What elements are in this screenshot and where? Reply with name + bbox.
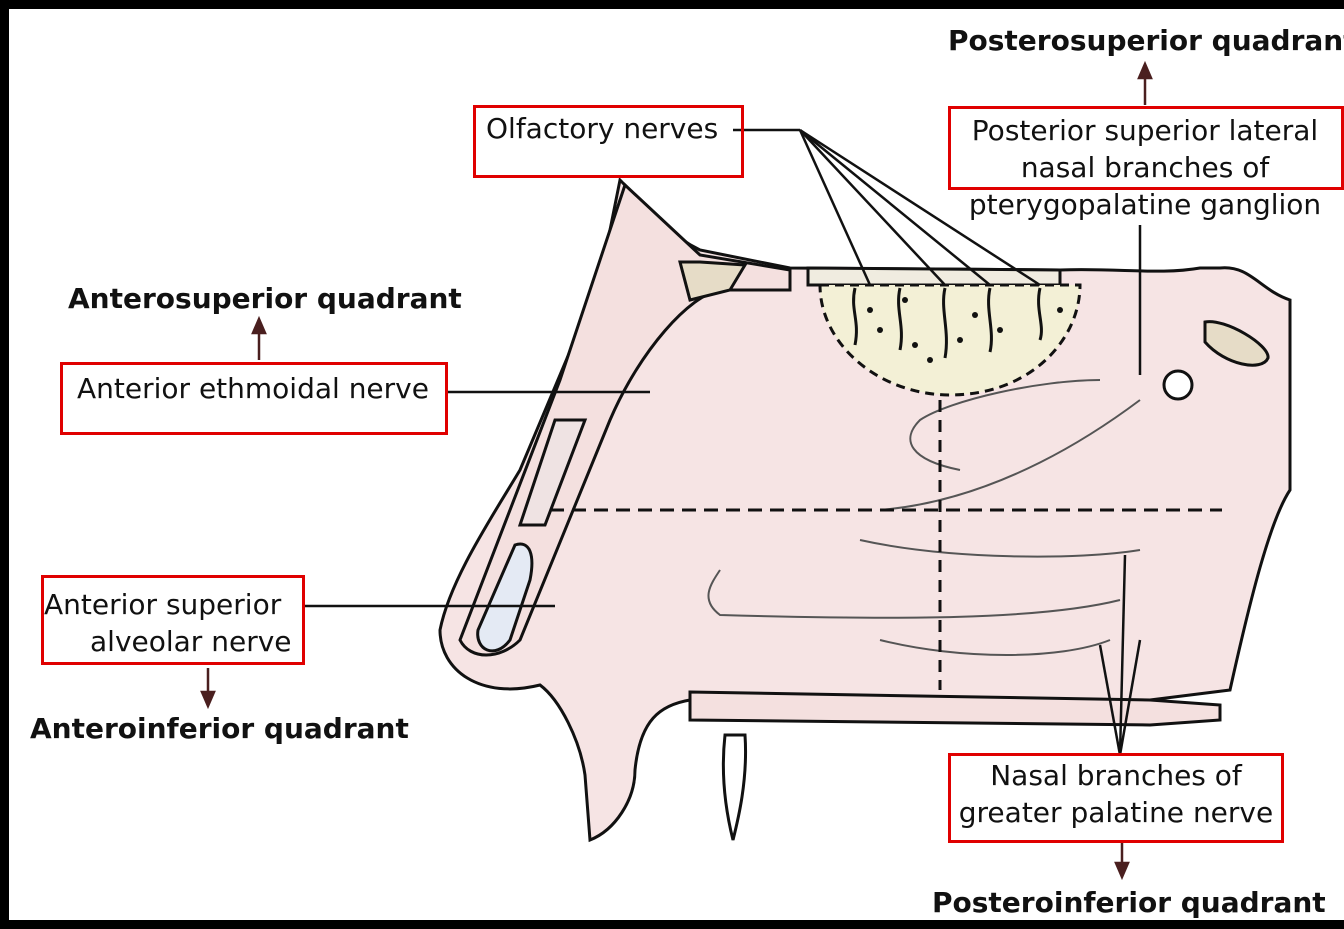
anterior-superior-alveolar-line-2: alveolar nerve — [44, 623, 292, 660]
posterior-superior-line-3: pterygopalatine ganglion — [955, 186, 1335, 223]
cribriform-plate — [808, 268, 1060, 285]
posterosuperior-quadrant-label: Posterosuperior quadrant — [948, 24, 1344, 57]
olfactory-nerves-label: Olfactory nerves — [486, 110, 718, 147]
posterior-superior-lateral-label: Posterior superior lateral nasal branche… — [955, 112, 1335, 223]
anterior-superior-alveolar-line-1: Anterior superior — [44, 586, 292, 623]
posterior-superior-line-1: Posterior superior lateral — [955, 112, 1335, 149]
anteroinferior-quadrant-label: Anteroinferior quadrant — [30, 712, 409, 745]
posterior-superior-line-2: nasal branches of — [955, 149, 1335, 186]
anterosuperior-quadrant-label: Anterosuperior quadrant — [68, 282, 462, 315]
posteroinferior-quadrant-label: Posteroinferior quadrant — [932, 886, 1326, 919]
anterior-ethmoidal-nerve-label: Anterior ethmoidal nerve — [77, 370, 429, 407]
incisor-tooth — [723, 735, 745, 840]
greater-palatine-label: Nasal branches of greater palatine nerve — [952, 757, 1280, 831]
greater-palatine-line-1: Nasal branches of — [952, 757, 1280, 794]
anterior-superior-alveolar-label: Anterior superior alveolar nerve — [44, 586, 292, 660]
pterygopalatine-ganglion-icon — [1164, 371, 1192, 399]
greater-palatine-line-2: greater palatine nerve — [952, 794, 1280, 831]
